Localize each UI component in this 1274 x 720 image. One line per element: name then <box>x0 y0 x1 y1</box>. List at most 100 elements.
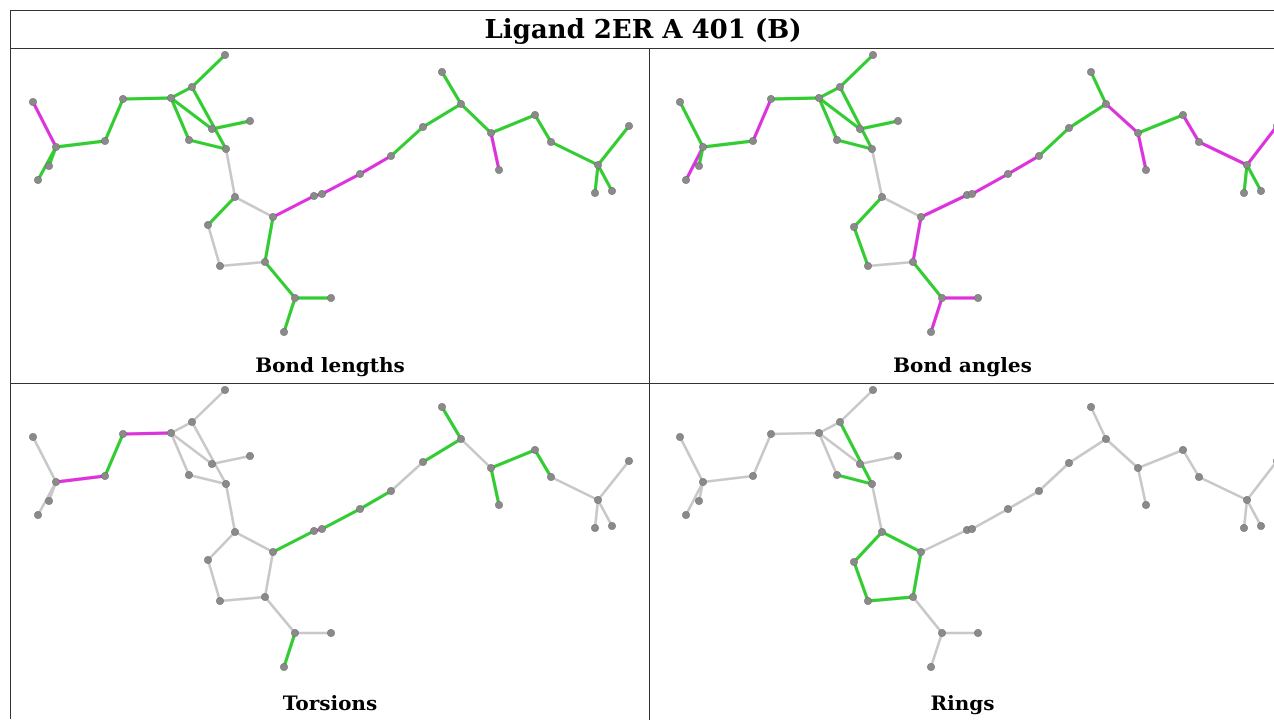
bond-26-27 <box>440 405 463 441</box>
atom-12 <box>868 145 876 153</box>
bond-12-13 <box>870 147 884 199</box>
bond-28-30 <box>1136 448 1185 470</box>
atom-17 <box>261 593 269 601</box>
atom-27 <box>457 100 465 108</box>
figure-title: Ligand 2ER A 401 (B) <box>11 11 1274 49</box>
atom-9 <box>856 125 864 133</box>
atom-16 <box>216 262 224 270</box>
atom-6 <box>167 429 175 437</box>
bond-13-14 <box>880 195 923 219</box>
atom-4 <box>749 472 757 480</box>
bond-28-29 <box>489 131 501 172</box>
bond-16-17 <box>218 595 267 603</box>
atom-4 <box>101 137 109 145</box>
atom-12 <box>868 480 876 488</box>
panel-caption: Bond angles <box>893 353 1032 377</box>
atom-26 <box>1087 403 1095 411</box>
bond-26-27 <box>440 70 463 106</box>
atom-23 <box>1004 170 1012 178</box>
atom-11 <box>833 471 841 479</box>
atom-19 <box>327 294 335 302</box>
atom-21 <box>310 192 318 200</box>
bond-30-31 <box>1181 113 1201 144</box>
atom-3 <box>695 162 703 170</box>
panel-bond-angles: Bond angles <box>650 49 1274 384</box>
bond-14-21 <box>271 194 316 219</box>
atom-0 <box>676 433 684 441</box>
bond-12-13 <box>224 482 237 534</box>
bond-4-5 <box>751 432 773 478</box>
molecule-view-bond-lengths <box>29 51 633 336</box>
bond-6-7 <box>817 420 842 435</box>
panel-bond-lengths: Bond lengths <box>11 49 650 384</box>
bond-28-30 <box>1136 113 1185 135</box>
atom-19 <box>327 629 335 637</box>
bond-28-30 <box>489 448 537 470</box>
bond-32-33 <box>1245 127 1274 167</box>
atom-32 <box>1243 496 1251 504</box>
atom-5 <box>767 430 775 438</box>
bond-13-15 <box>852 195 884 229</box>
bond-1-4 <box>54 139 107 149</box>
bond-25-27 <box>421 437 463 464</box>
bond-6-7 <box>169 420 194 435</box>
atom-23 <box>1004 505 1012 513</box>
bond-31-32 <box>1197 475 1249 502</box>
bond-7-8 <box>190 53 227 89</box>
atom-31 <box>1195 138 1203 146</box>
bond-0-1 <box>31 100 58 149</box>
bond-14-21 <box>919 528 969 554</box>
bond-7-8 <box>838 388 875 424</box>
atom-0 <box>29 433 37 441</box>
atom-18 <box>291 629 299 637</box>
bond-6-7 <box>817 85 842 100</box>
bond-12-13 <box>870 482 884 534</box>
atom-12 <box>222 145 230 153</box>
atom-14 <box>917 213 925 221</box>
bond-4-5 <box>103 432 125 478</box>
atom-22 <box>968 525 976 533</box>
atom-16 <box>216 597 224 605</box>
atom-16 <box>864 262 872 270</box>
atom-7 <box>188 418 196 426</box>
atom-4 <box>101 472 109 480</box>
panel-torsions: Torsions <box>11 384 650 720</box>
atom-9 <box>856 460 864 468</box>
atom-2 <box>34 176 42 184</box>
bond-30-31 <box>533 113 553 144</box>
atom-28 <box>487 464 495 472</box>
bond-16-17 <box>866 260 915 268</box>
atom-3 <box>695 497 703 505</box>
atom-3 <box>45 497 53 505</box>
atom-33 <box>625 457 633 465</box>
atom-0 <box>676 98 684 106</box>
bond-32-33 <box>1245 462 1274 502</box>
atom-6 <box>815 94 823 102</box>
atom-26 <box>438 403 446 411</box>
bond-0-1 <box>31 435 58 484</box>
atom-24 <box>387 152 395 160</box>
bond-4-5 <box>751 97 773 143</box>
bond-28-29 <box>1136 131 1148 172</box>
atom-24 <box>387 487 395 495</box>
bond-4-5 <box>103 97 125 143</box>
atom-10 <box>894 117 902 125</box>
atom-32 <box>594 496 602 504</box>
bond-6-9 <box>817 431 862 466</box>
atom-30 <box>531 111 539 119</box>
bond-1-4 <box>54 474 107 484</box>
atom-9 <box>208 460 216 468</box>
bond-7-12 <box>190 420 228 486</box>
bond-5-6 <box>121 96 173 101</box>
atom-24 <box>1035 487 1043 495</box>
atom-5 <box>767 95 775 103</box>
atom-5 <box>119 430 127 438</box>
atom-23 <box>356 170 364 178</box>
atom-1 <box>699 478 707 486</box>
atom-19 <box>974 294 982 302</box>
atom-26 <box>438 68 446 76</box>
atom-10 <box>246 452 254 460</box>
atom-25 <box>1065 459 1073 467</box>
bond-23-24 <box>1006 154 1041 176</box>
bond-32-35 <box>596 163 614 193</box>
